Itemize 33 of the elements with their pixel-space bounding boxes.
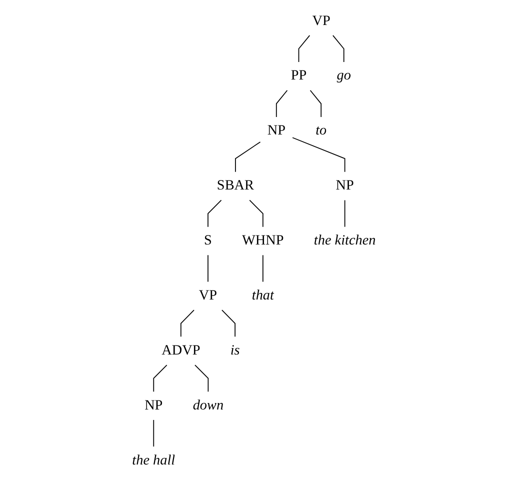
node-text: the kitchen: [313, 233, 376, 248]
node-text: NP: [266, 123, 286, 138]
node-text: VP: [198, 288, 217, 304]
node-text: SBAR: [216, 178, 254, 194]
node-text: go: [336, 68, 350, 84]
connector: [152, 364, 167, 392]
node-text: NP: [144, 398, 162, 413]
node-text: to: [315, 123, 326, 138]
node-text: PP: [290, 68, 306, 84]
node-text: down: [192, 398, 224, 413]
node-text: S: [204, 233, 212, 248]
connector: [332, 35, 344, 62]
connector: [298, 35, 310, 62]
node-text: that: [251, 288, 274, 304]
node-text: is: [230, 342, 240, 358]
node-text: WHNP: [242, 233, 284, 248]
node-text: ADVP: [161, 342, 200, 358]
connector: [207, 254, 208, 282]
connector: [234, 142, 260, 172]
connector: [180, 310, 194, 338]
connector: [262, 254, 263, 282]
node-text: VP: [312, 13, 330, 28]
connector: [221, 310, 236, 338]
connector: [292, 137, 345, 172]
connector: [152, 420, 154, 447]
connector: [309, 90, 322, 118]
node-text: NP: [335, 178, 354, 194]
connector: [344, 200, 345, 228]
node-text: the hall: [132, 452, 175, 468]
connector: [207, 200, 222, 228]
connector: [276, 90, 288, 118]
connector: [194, 364, 208, 392]
connector: [248, 200, 263, 228]
